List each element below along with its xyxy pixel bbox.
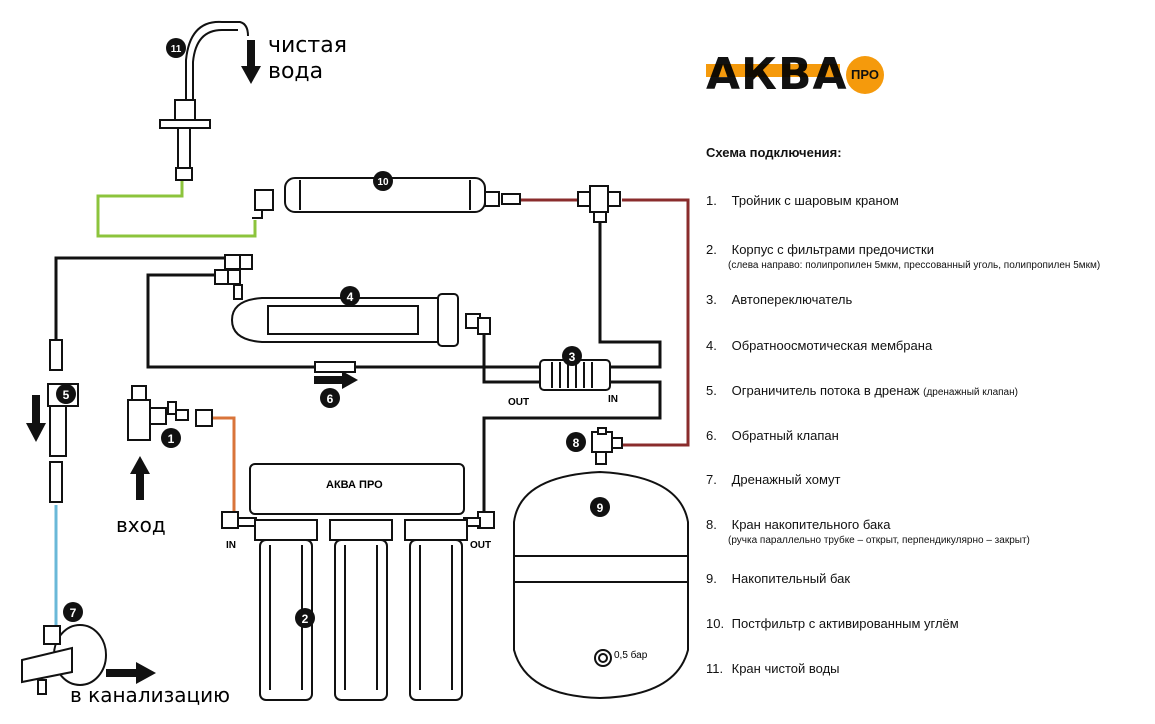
flow-restrictor (47, 339, 79, 503)
marker-10: 10 (373, 171, 393, 191)
input-label: вход (116, 513, 166, 537)
brand-logo: АКВА ПРО (706, 50, 886, 100)
green-tube (96, 180, 257, 238)
tee-fitting (577, 185, 621, 223)
legend-item: 9. Накопительный бак (706, 571, 851, 586)
tank-valve (591, 427, 623, 465)
marker-1: 1 (161, 428, 181, 448)
drain-arrow-down (26, 395, 46, 442)
legend-item: 10. Постфильтр с активированным углём (706, 616, 959, 631)
clean-water-arrow (241, 40, 261, 84)
clean-water-label-2: вода (268, 59, 323, 84)
tank-pressure: 0,5 бар (614, 649, 648, 661)
legend-item: 1. Тройник с шаровым краном (706, 193, 899, 208)
check-valve-arrow (314, 371, 358, 389)
legend-item: 6. Обратный клапан (706, 428, 839, 443)
legend-item: 8. Кран накопительного бака(ручка паралл… (706, 517, 1030, 546)
drain-label: в канализацию (70, 683, 230, 707)
svg-text:11: 11 (171, 44, 182, 55)
svg-text:10: 10 (377, 177, 389, 188)
svg-text:6: 6 (327, 392, 334, 406)
marker-11: 11 (166, 38, 186, 58)
svg-text:9: 9 (597, 501, 604, 515)
membrane-housing (214, 254, 491, 347)
black-tube-switch-to-housing (482, 380, 662, 512)
svg-text:1: 1 (168, 432, 175, 446)
drain-arrow-right (106, 662, 156, 684)
legend-item: 5. Ограничитель потока в дренаж (дренажн… (706, 383, 1018, 398)
marker-5: 5 (56, 384, 76, 404)
prefilter-housing (221, 463, 495, 701)
housing-brand: АКВА ПРО (326, 479, 383, 491)
black-tube-membrane-out (482, 335, 540, 384)
check-valve (314, 361, 356, 373)
marker-7: 7 (63, 602, 83, 622)
marker-9: 9 (590, 497, 610, 517)
storage-tank (513, 470, 689, 700)
svg-text:4: 4 (347, 290, 354, 304)
orange-tube (208, 416, 236, 512)
legend-title: Схема подключения: (706, 145, 842, 160)
housing-in-label: IN (226, 540, 236, 551)
drain-clamp (21, 624, 107, 695)
inlet-tee (127, 385, 213, 441)
legend-item: 4. Обратноосмотическая мембрана (706, 338, 933, 353)
svg-text:7: 7 (70, 606, 77, 620)
black-tube-membrane-to-vavle5 (54, 256, 232, 340)
legend-item: 2. Корпус с фильтрами предочистки(слева … (706, 242, 1101, 271)
marker-4: 4 (340, 286, 360, 306)
legend-item: 7. Дренажный хомут (706, 472, 841, 487)
black-tube-tee-down (598, 215, 662, 369)
legend-item: 11. Кран чистой воды (706, 661, 840, 676)
switch-out-label: OUT (508, 397, 529, 408)
housing-out-label: OUT (470, 540, 491, 551)
faucet (159, 20, 249, 181)
svg-text:8: 8 (573, 436, 580, 450)
svg-text:5: 5 (63, 388, 70, 402)
legend-item: 3. Автопереключатель (706, 292, 853, 307)
logo-stripe (706, 64, 840, 77)
marker-2: 2 (295, 608, 315, 628)
marker-8: 8 (566, 432, 586, 452)
switch-in-label: IN (608, 394, 618, 405)
input-arrow (130, 456, 150, 500)
marker-6: 6 (320, 388, 340, 408)
svg-text:2: 2 (302, 612, 309, 626)
marker-3: 3 (562, 346, 582, 366)
red-tube-to-tank (616, 198, 690, 447)
clean-water-label-1: чистая (268, 33, 347, 58)
svg-text:3: 3 (569, 350, 576, 364)
logo-badge: ПРО (846, 56, 884, 94)
